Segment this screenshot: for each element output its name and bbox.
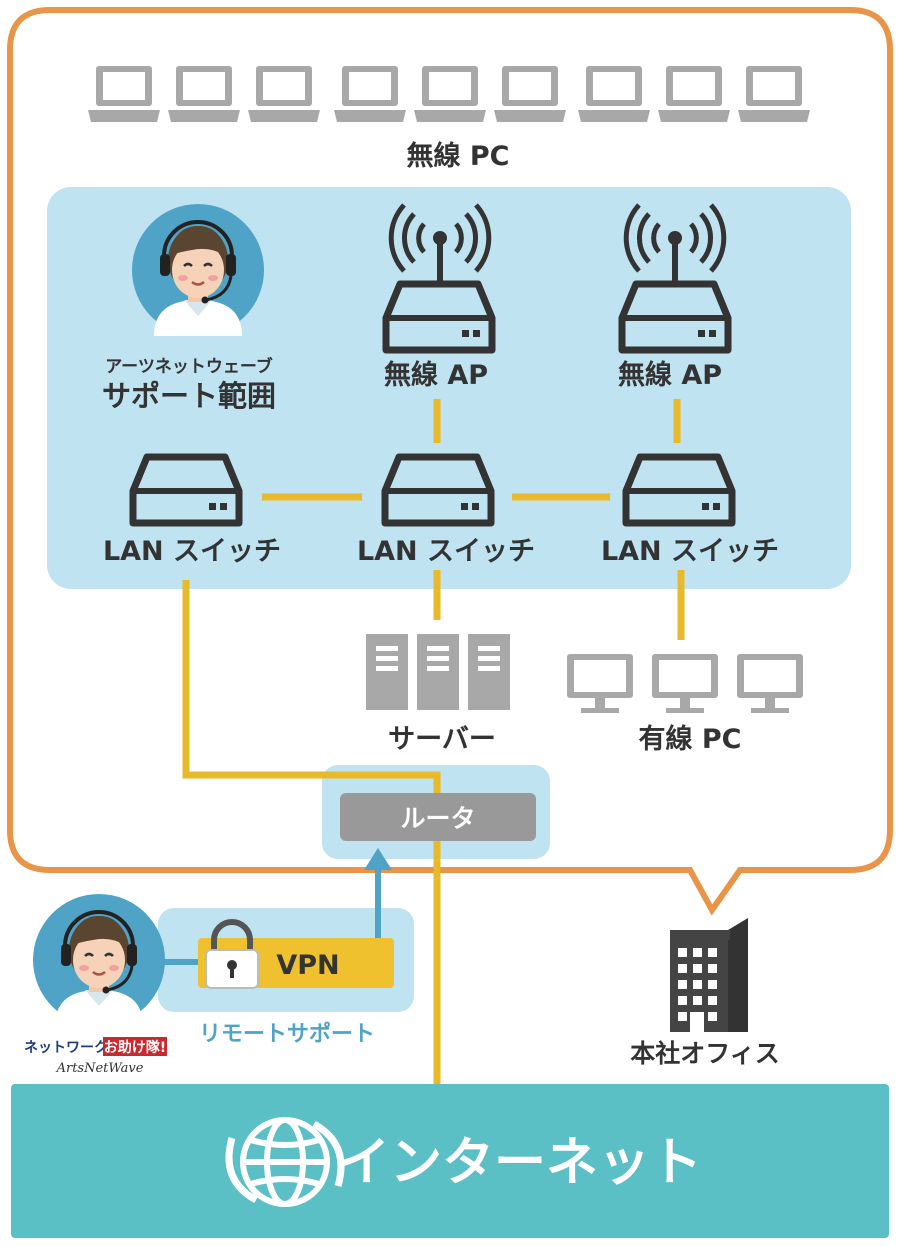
- laptop-icon: [248, 66, 320, 122]
- wireless-pc-group: [88, 66, 810, 122]
- server-icon: [366, 634, 510, 710]
- laptop-icon: [658, 66, 730, 122]
- monitor-icon: [567, 654, 803, 713]
- brand-logo: ネットワーク お助け隊! ArtsNetWave: [24, 1037, 167, 1076]
- router-label: ルータ: [400, 804, 475, 833]
- lock-icon: [205, 919, 259, 989]
- svg-text:ネットワーク: ネットワーク: [24, 1040, 108, 1056]
- internet-band: [11, 1084, 889, 1238]
- support-scope-label: サポート範囲: [102, 379, 276, 413]
- laptop-icon: [414, 66, 486, 122]
- svg-text:ArtsNetWave: ArtsNetWave: [56, 1061, 144, 1076]
- switch2-label: LAN スイッチ: [357, 536, 535, 567]
- internet-label: インターネット: [338, 1133, 702, 1193]
- laptop-icon: [494, 66, 566, 122]
- wireless-ap-icon: [622, 205, 728, 350]
- laptop-icon: [578, 66, 650, 122]
- laptop-icon: [168, 66, 240, 122]
- switch3-label: LAN スイッチ: [601, 536, 779, 567]
- laptop-icon: [738, 66, 810, 122]
- laptop-icon: [334, 66, 406, 122]
- globe-icon: [225, 1117, 345, 1207]
- building-icon: [670, 918, 748, 1032]
- switch1-label: LAN スイッチ: [103, 536, 281, 567]
- laptop-icon: [88, 66, 160, 122]
- svg-text:お助け隊!: お助け隊!: [104, 1039, 166, 1056]
- server-label: サーバー: [388, 724, 496, 755]
- vpn-label: VPN: [276, 950, 339, 981]
- remote-support-label: リモートサポート: [199, 1021, 375, 1047]
- lan-cables: [182, 399, 685, 1090]
- head-office-label: 本社オフィス: [630, 1039, 780, 1068]
- support-operator-avatar: [130, 202, 266, 338]
- ap1-label: 無線 AP: [384, 359, 488, 391]
- wireless-ap-icon: [386, 205, 492, 350]
- router-box: [340, 793, 536, 841]
- ap2-label: 無線 AP: [618, 359, 722, 391]
- support-company-label: アーツネットウェーブ: [105, 356, 273, 377]
- remote-operator-avatar: [31, 892, 167, 1028]
- wireless-pc-label: 無線 PC: [406, 140, 509, 172]
- wired-pc-label: 有線 PC: [638, 723, 741, 755]
